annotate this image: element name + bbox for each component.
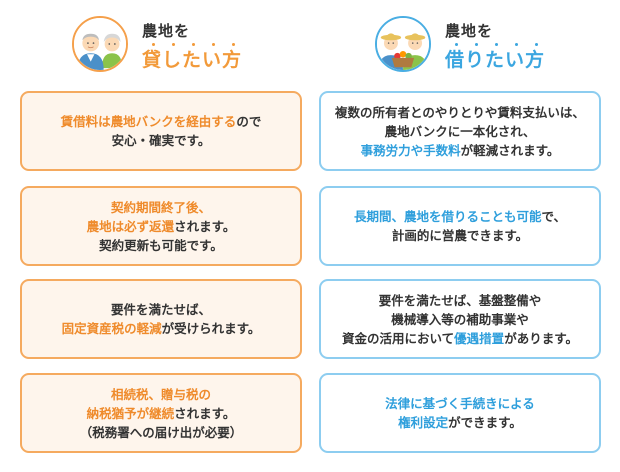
lender-benefit-card-3: 要件を満たせば、固定資産税の軽減が受けられます。: [20, 279, 302, 359]
card-line: 長期間、農地を借りることも可能で、: [354, 207, 566, 226]
body-text: 資金の活用において: [342, 330, 455, 346]
emphasis-dots: [445, 40, 545, 48]
lender-benefit-card-4: 相続税、贈与税の納税猶予が継続されます。（税務署への届け出が必要）: [20, 373, 302, 453]
farmer-couple-with-vegetables-icon: [375, 16, 431, 72]
highlight-text: 事務労力や手数料: [360, 142, 461, 158]
card-line: 納税猶予が継続されます。: [80, 404, 243, 423]
card-line: 要件を満たせば、基盤整備や: [342, 291, 578, 310]
lender-title: 農地を 貸したい方: [142, 22, 242, 72]
elderly-couple-icon: [72, 16, 128, 72]
card-text: 複数の所有者とのやりとりや賃料支払いは、農地バンクに一本化され、事務労力や手数料…: [335, 103, 585, 160]
body-text: 契約更新も可能です。: [99, 237, 223, 253]
borrower-benefit-card-2: 長期間、農地を借りることも可能で、計画的に営農できます。: [319, 186, 601, 266]
card-line: 計画的に営農できます。: [354, 226, 566, 245]
emphasis-dots: [142, 40, 242, 48]
highlight-text: 相続税、贈与税の: [110, 386, 211, 402]
card-line: 要件を満たせば、: [62, 300, 261, 319]
body-text: されます。: [174, 405, 236, 421]
card-line: 契約期間終了後、: [87, 198, 236, 217]
card-line: 法律に基づく手続きによる: [385, 394, 535, 413]
body-text: （税務署への届け出が必要）: [79, 424, 243, 440]
card-line: 安心・確実です。: [61, 131, 262, 150]
highlight-text: 長期間、農地を借りることも可能: [353, 209, 542, 224]
lender-benefit-card-2: 契約期間終了後、農地は必ず返還されます。契約更新も可能です。: [20, 186, 302, 266]
body-text: 要件を満たせば、: [110, 302, 211, 317]
borrower-column: 農地を 借りたい方 複数の所有者とのやりとりや賃料支払いは、農地バンクに一本化さ…: [319, 0, 601, 453]
borrower-title-line2: 借りたい方: [445, 49, 546, 71]
highlight-text: 農地は必ず返還: [86, 218, 175, 234]
card-text: 相続税、贈与税の納税猶予が継続されます。（税務署への届け出が必要）: [80, 385, 243, 442]
body-text: 農地バンクに一本化され、: [384, 123, 536, 139]
card-text: 法律に基づく手続きによる権利設定ができます。: [385, 394, 535, 432]
borrower-benefit-card-3: 要件を満たせば、基盤整備や機械導入等の補助事業や資金の活用において優遇措置があり…: [319, 279, 601, 359]
card-line: 農地は必ず返還されます。: [87, 217, 236, 236]
card-line: （税務署への届け出が必要）: [80, 423, 243, 442]
highlight-text: 賃借料は農地バンクを経由する: [60, 114, 237, 129]
card-line: 農地バンクに一本化され、: [335, 122, 585, 141]
lender-header: 農地を 貸したい方: [20, 0, 302, 88]
body-text: が軽減されます。: [460, 142, 560, 158]
lender-column: 農地を 貸したい方 賃借料は農地バンクを経由するので安心・確実です。 契約期間終…: [20, 0, 302, 453]
card-text: 要件を満たせば、基盤整備や機械導入等の補助事業や資金の活用において優遇措置があり…: [342, 291, 578, 348]
body-text: 複数の所有者とのやりとりや賃料支払いは、: [335, 104, 585, 120]
card-text: 長期間、農地を借りることも可能で、計画的に営農できます。: [354, 207, 566, 245]
body-text: ができます。: [448, 415, 522, 430]
card-text: 賃借料は農地バンクを経由するので安心・確実です。: [61, 112, 262, 150]
borrower-title-line1: 農地を: [445, 22, 494, 40]
borrower-header: 農地を 借りたい方: [319, 0, 601, 88]
highlight-text: 法律に基づく手続きによる: [385, 396, 535, 411]
lender-title-line2: 貸したい方: [142, 49, 243, 71]
card-line: 複数の所有者とのやりとりや賃料支払いは、: [335, 103, 585, 122]
body-text: 安心・確実です。: [111, 133, 211, 148]
borrower-title: 農地を 借りたい方: [445, 22, 545, 72]
highlight-text: 権利設定: [398, 415, 449, 430]
lender-title-line1: 農地を: [142, 22, 191, 40]
card-line: 権利設定ができます。: [385, 413, 535, 432]
highlight-text: 固定資産税の軽減: [61, 321, 162, 336]
card-line: 固定資産税の軽減が受けられます。: [62, 319, 261, 338]
body-text: で、: [541, 209, 567, 224]
body-text: ので: [236, 114, 262, 129]
body-text: 要件を満たせば、基盤整備や: [378, 292, 542, 308]
body-text: 計画的に営農できます。: [391, 228, 529, 243]
borrower-benefit-card-1: 複数の所有者とのやりとりや賃料支払いは、農地バンクに一本化され、事務労力や手数料…: [319, 91, 601, 171]
card-text: 契約期間終了後、農地は必ず返還されます。契約更新も可能です。: [87, 198, 236, 255]
card-line: 機械導入等の補助事業や: [342, 310, 578, 329]
card-line: 賃借料は農地バンクを経由するので: [61, 112, 262, 131]
highlight-text: 優遇措置: [454, 330, 505, 346]
card-line: 資金の活用において優遇措置があります。: [342, 329, 578, 348]
highlight-text: 納税猶予が継続: [86, 405, 175, 421]
body-text: されます。: [174, 218, 236, 234]
card-text: 要件を満たせば、固定資産税の軽減が受けられます。: [62, 300, 261, 338]
highlight-text: 契約期間終了後、: [110, 199, 211, 215]
body-text: があります。: [504, 330, 578, 346]
card-line: 契約更新も可能です。: [87, 236, 236, 255]
card-line: 事務労力や手数料が軽減されます。: [335, 141, 585, 160]
borrower-benefit-card-4: 法律に基づく手続きによる権利設定ができます。: [319, 373, 601, 453]
body-text: 機械導入等の補助事業や: [391, 311, 529, 327]
lender-benefit-card-1: 賃借料は農地バンクを経由するので安心・確実です。: [20, 91, 302, 171]
body-text: が受けられます。: [161, 321, 261, 336]
card-line: 相続税、贈与税の: [80, 385, 243, 404]
